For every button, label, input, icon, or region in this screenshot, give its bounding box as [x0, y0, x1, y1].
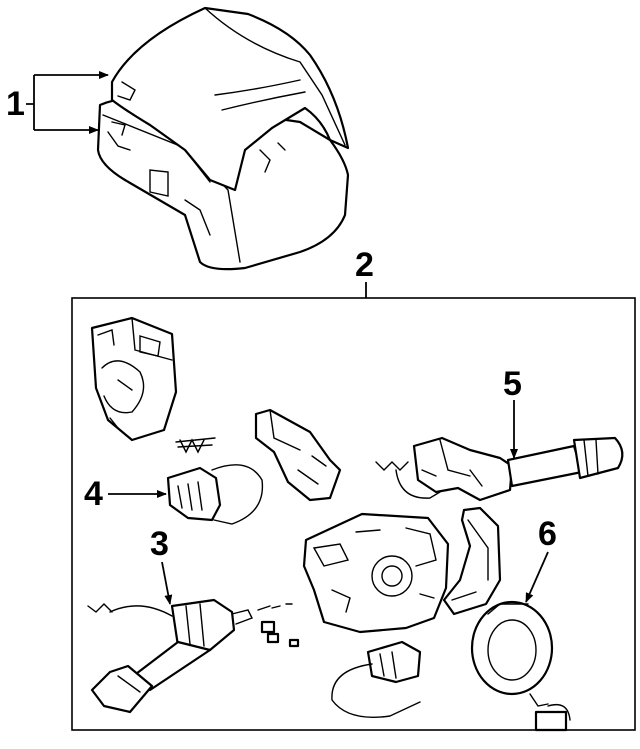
small-screws	[257, 603, 300, 648]
part-3-wiper-switch	[87, 598, 253, 714]
mount-bracket	[442, 506, 502, 616]
switch-body-housing	[90, 316, 216, 448]
callout-2: 2	[355, 246, 374, 284]
callout-6: 6	[538, 515, 557, 553]
switch-connector-cable	[331, 640, 422, 718]
switch-bracket	[254, 408, 342, 502]
callout-5: 5	[503, 365, 522, 403]
steering-column-covers	[96, 6, 350, 271]
part-4-connector	[166, 438, 264, 525]
callout-4-group: 4	[84, 475, 167, 513]
callout-1-bracket	[26, 75, 35, 130]
callout-4: 4	[84, 475, 103, 513]
combination-switch-body	[302, 512, 450, 634]
callout-3-group: 3	[150, 525, 173, 605]
callout-5-group: 5	[503, 365, 522, 459]
callout-2-group: 2	[71, 246, 636, 731]
callout-3: 3	[150, 525, 169, 563]
callout-6-group: 6	[525, 515, 557, 603]
callout-1: 1	[6, 85, 25, 123]
assembly-frame	[71, 297, 636, 731]
part-5-light-switch	[375, 436, 624, 502]
part-6-clock-spring	[470, 600, 571, 732]
callout-1-group: 1	[6, 71, 109, 134]
